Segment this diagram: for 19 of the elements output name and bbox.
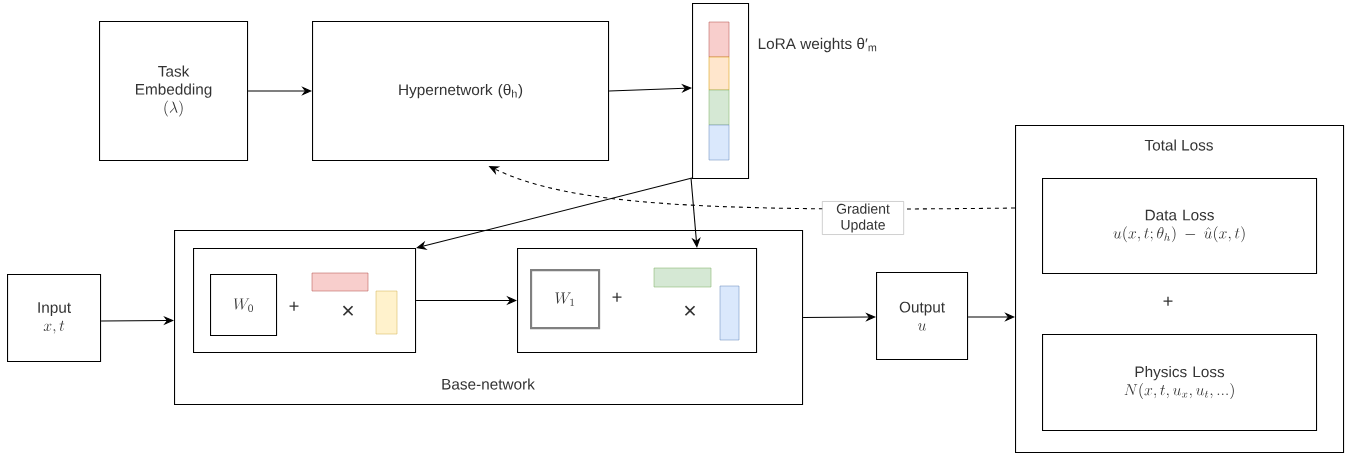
input-box: Input $x, t$	[7, 274, 102, 363]
weights-column-box	[692, 3, 750, 180]
node-caption: LoRA weights θ′$_{m}$	[758, 37, 877, 53]
weight-matrix-box: $W_0$	[210, 274, 278, 337]
task-embedding-box: Task Embedding $(\lambda)$	[99, 21, 249, 162]
edge-label: Gradient Update	[822, 201, 904, 235]
output-box: Output $u$	[876, 272, 969, 361]
plus-sign: +	[1163, 296, 1173, 306]
loss-term-box: Physics Loss $N(x, t, u_x, u_t, ...)$	[1042, 334, 1318, 432]
weight-matrix-box: $W_1$	[530, 269, 601, 330]
arrow	[416, 177, 693, 250]
loss-term-box: Data Loss $u(x, t; \theta_h) - \hat{u}(x, t)$	[1042, 178, 1318, 275]
layer-box	[517, 248, 758, 354]
multiply-sign: ×	[342, 305, 354, 316]
arrow	[802, 312, 876, 322]
hypernetwork-box: Hypernetwork (θ$_{h}$)	[312, 21, 610, 162]
arrow	[690, 177, 701, 248]
multiply-sign: ×	[684, 305, 696, 316]
layer-box	[193, 248, 417, 354]
